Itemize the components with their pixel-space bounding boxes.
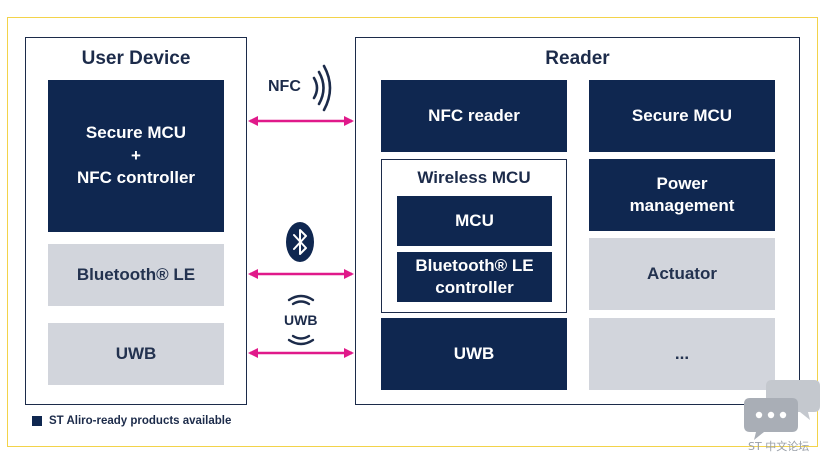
watermark-text: ST 中文论坛 bbox=[748, 440, 810, 453]
legend-text: ST Aliro-ready products available bbox=[49, 415, 232, 427]
secure-mcu-nfc-controller-box: Secure MCU + NFC controller bbox=[48, 80, 224, 232]
legend: ST Aliro-ready products available bbox=[32, 415, 231, 427]
reader-title: Reader bbox=[545, 48, 610, 69]
user-uwb-box: UWB bbox=[48, 323, 224, 385]
legend-swatch bbox=[32, 416, 42, 426]
bluetooth-le-controller-box: Bluetooth® LE controller bbox=[397, 252, 552, 302]
reader-uwb-box: UWB bbox=[381, 318, 567, 390]
actuator-box: Actuator bbox=[589, 238, 775, 310]
reader-secure-mcu-box: Secure MCU bbox=[589, 80, 775, 152]
user-bluetooth-le-box: Bluetooth® LE bbox=[48, 244, 224, 306]
user-device-title: User Device bbox=[81, 48, 191, 69]
wireless-mcu-title: Wireless MCU bbox=[417, 168, 531, 187]
chat-bubbles-icon bbox=[744, 380, 820, 440]
nfc-reader-box: NFC reader bbox=[381, 80, 567, 152]
power-management-box: Power management bbox=[589, 159, 775, 231]
uwb-link-label: UWB bbox=[284, 312, 318, 328]
outer-frame bbox=[7, 17, 818, 447]
ellipsis-box: ... bbox=[589, 318, 775, 390]
nfc-label: NFC bbox=[268, 78, 301, 95]
mcu-box: MCU bbox=[397, 196, 552, 246]
